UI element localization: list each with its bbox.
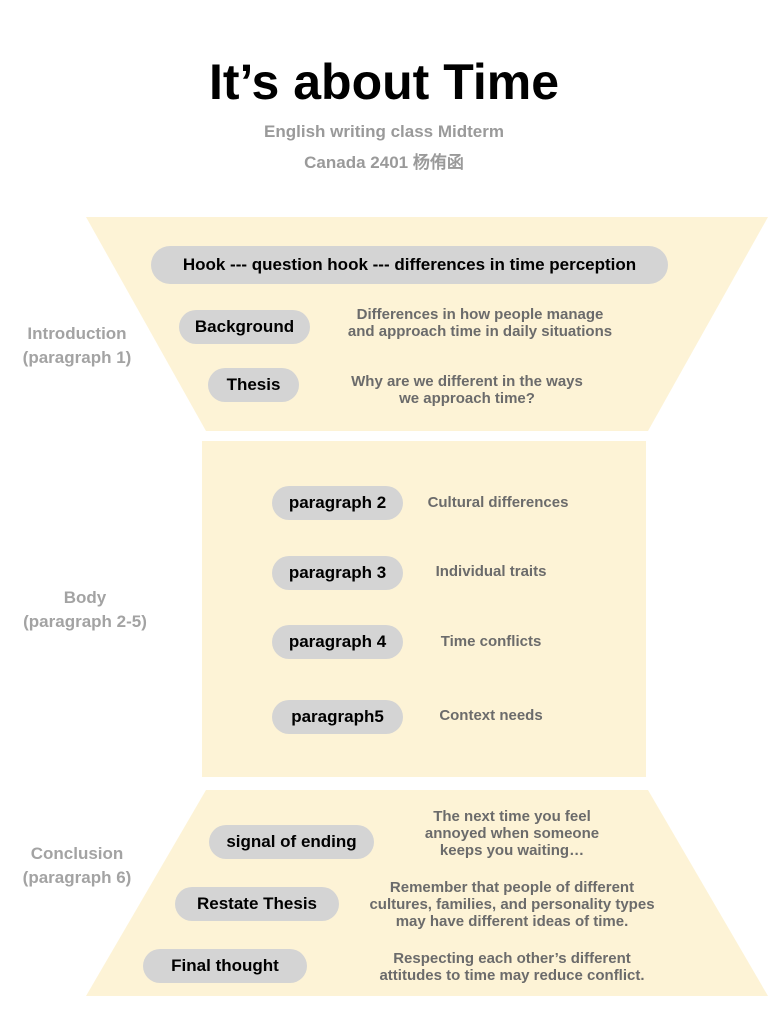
subtitle-class: Canada 2401 杨侑函 — [304, 153, 464, 172]
paragraph-4-description: Time conflicts — [440, 633, 542, 650]
page-title: It’s about Time — [208, 54, 560, 110]
conclusion-label: Conclusion (paragraph 6) — [22, 844, 132, 887]
restate-thesis-pill: Restate Thesis — [175, 887, 339, 921]
background-pill: Background — [179, 310, 310, 344]
body-label: Body (paragraph 2-5) — [23, 588, 147, 631]
introduction-label: Introduction (paragraph 1) — [22, 324, 132, 367]
paragraph-4-pill: paragraph 4 — [272, 625, 403, 659]
background-description: Differences in how people manage and app… — [347, 306, 613, 340]
paragraph-2-pill: paragraph 2 — [272, 486, 403, 520]
paragraph-2-description: Cultural differences — [427, 494, 569, 511]
final-thought-pill: Final thought — [143, 949, 307, 983]
restate-thesis-description: Remember that people of different cultur… — [369, 879, 655, 930]
paragraph-5-description: Context needs — [439, 707, 543, 724]
hook-pill: Hook --- question hook --- differences i… — [151, 246, 668, 284]
signal-of-ending-pill: signal of ending — [209, 825, 374, 859]
paragraph-3-description: Individual traits — [435, 563, 547, 580]
thesis-description: Why are we different in the ways we appr… — [351, 373, 583, 407]
final-thought-description: Respecting each other’s different attitu… — [379, 950, 645, 984]
body-rectangle — [202, 441, 646, 777]
paragraph-5-pill: paragraph5 — [272, 700, 403, 734]
signal-of-ending-description: The next time you feel annoyed when some… — [424, 808, 600, 859]
paragraph-3-pill: paragraph 3 — [272, 556, 403, 590]
subtitle-course: English writing class Midterm — [264, 122, 504, 141]
thesis-pill: Thesis — [208, 368, 299, 402]
